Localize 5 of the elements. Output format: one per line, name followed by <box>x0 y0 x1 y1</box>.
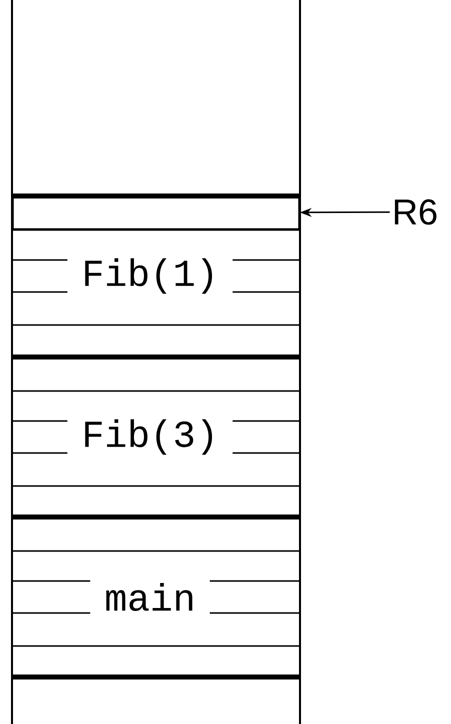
frame-label: main <box>106 583 192 611</box>
frame-label: Fib(3) <box>85 419 212 455</box>
register-label: R6 <box>394 199 436 225</box>
stack-slot <box>12 196 300 230</box>
frame-label: Fib(1) <box>85 258 212 294</box>
